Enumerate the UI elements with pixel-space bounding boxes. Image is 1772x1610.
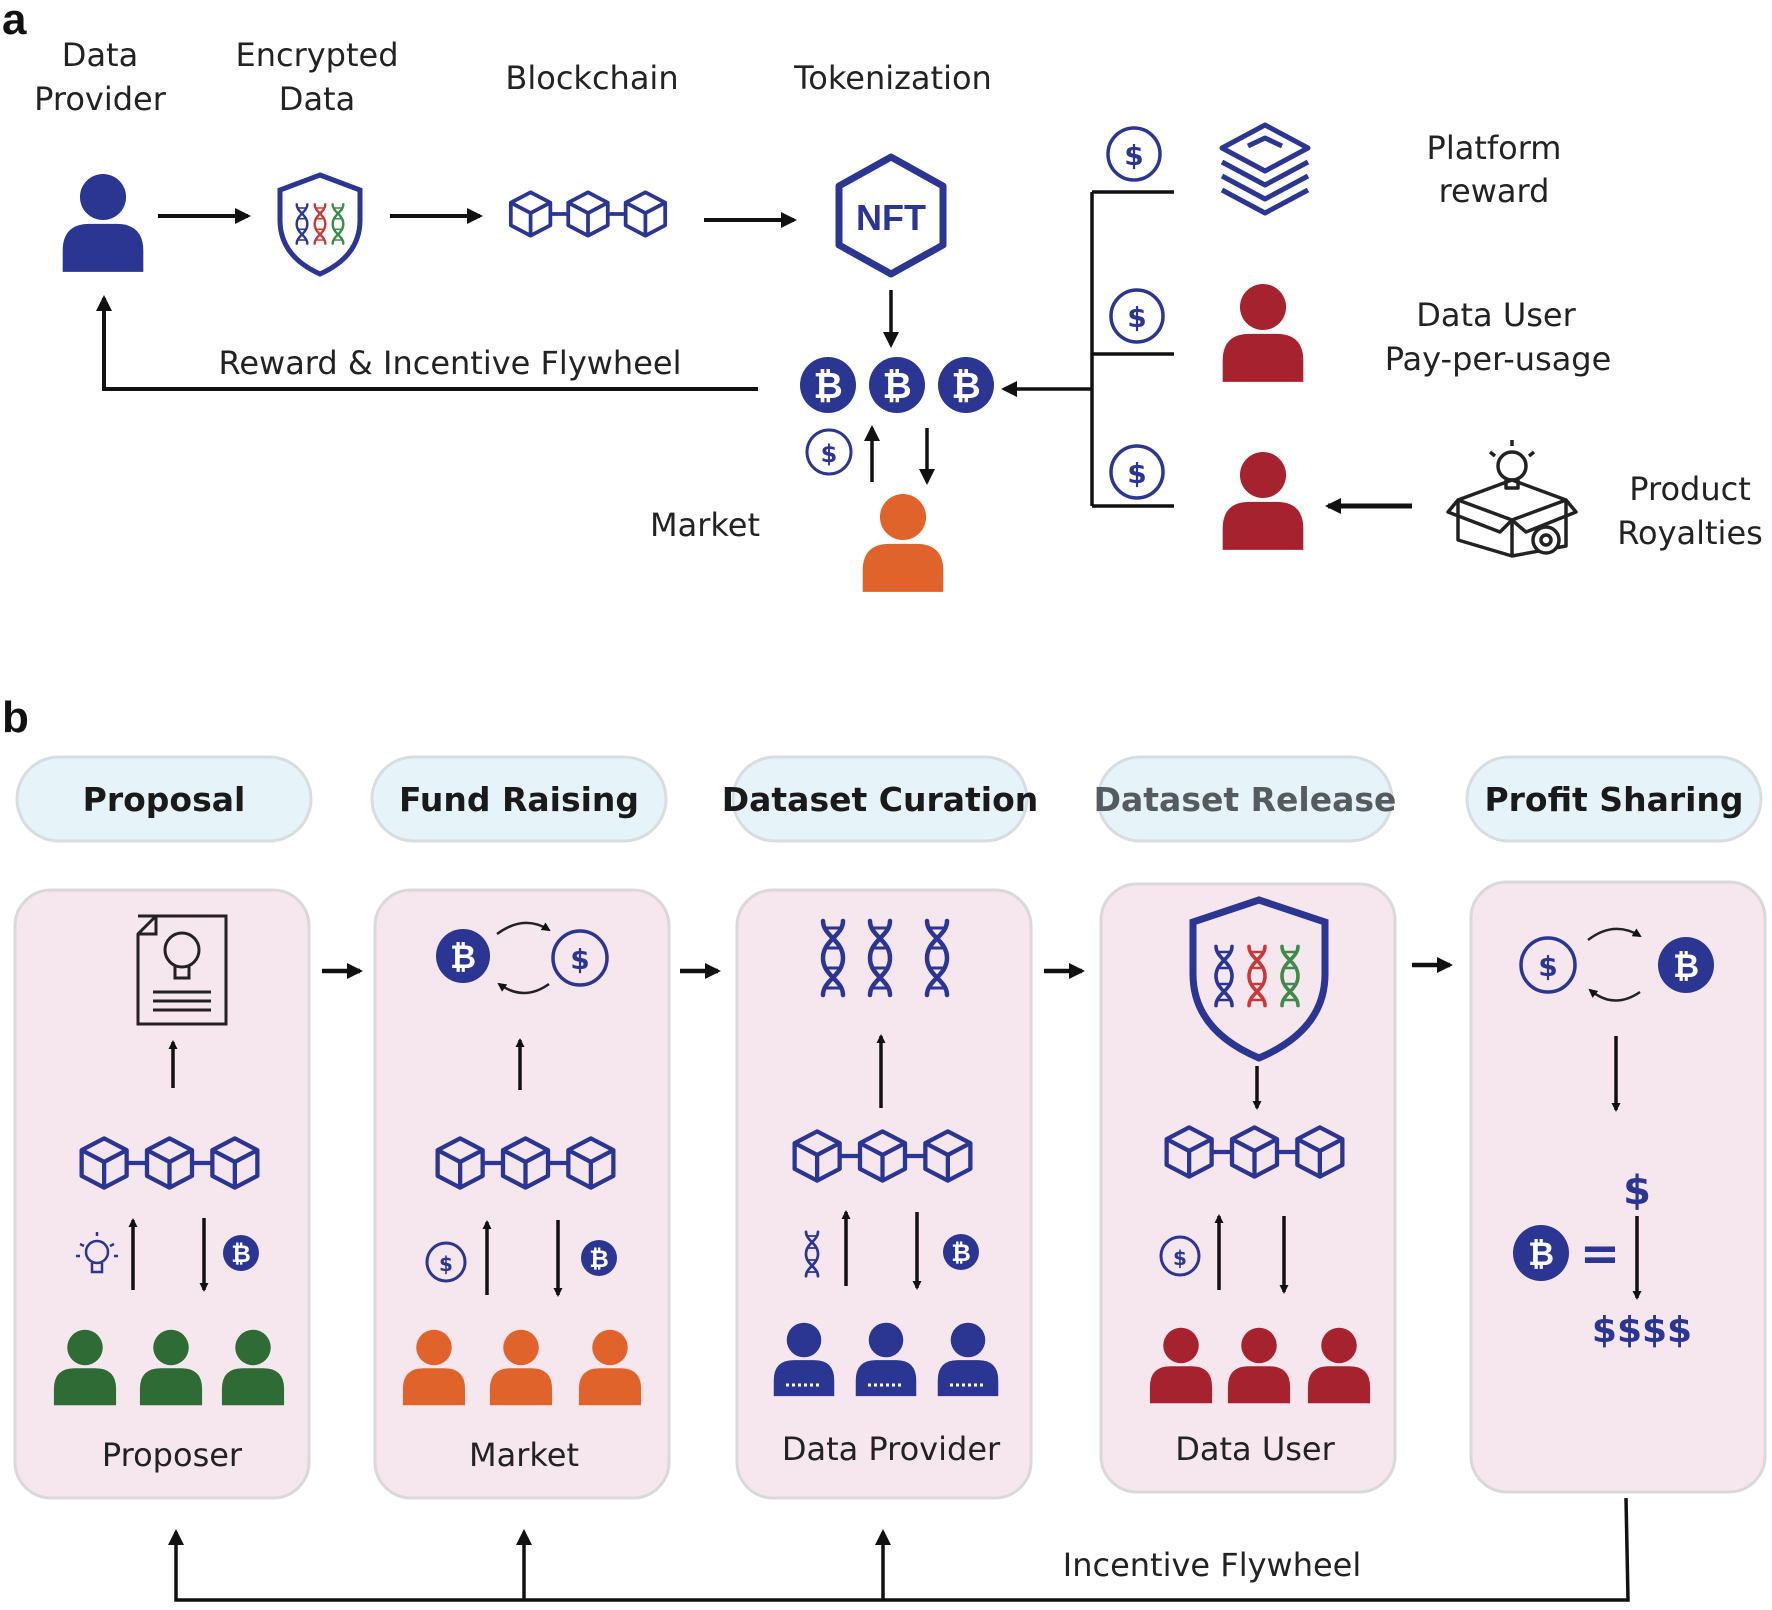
exchange-arrows-icon: $ ₿ [1519,927,1714,1002]
svg-text:$: $ [821,440,838,468]
dollar-coin-icon [1519,936,1577,994]
bitcoin-icon [869,357,925,413]
data-provider-group [773,1322,999,1397]
stage-title-proposal: Proposal [83,780,246,819]
market-label: Market [650,506,760,544]
svg-text:₿: ₿ [951,366,980,407]
svg-text:₿: ₿ [951,1239,971,1267]
bitcoin-icon [581,1240,617,1276]
product-box-icon [1446,440,1578,558]
header-encrypted-line1: Encrypted [235,36,398,74]
shield-dna-icon [1189,896,1329,1062]
header-data-provider-line1: Data [62,36,138,74]
actor-data-provider: Data Provider [782,1430,1001,1468]
panel-b-letter: b [2,693,29,742]
svg-text:$: $ [439,1252,453,1276]
svg-text:₿: ₿ [1528,1235,1554,1273]
panel-a-letter: a [2,0,27,44]
svg-text:₿: ₿ [589,1245,609,1273]
svg-text:₿: ₿ [882,366,911,407]
layers-icon [1219,122,1311,216]
profit-equation: ₿ = $ $$$$ [1513,1168,1692,1351]
bitcoin-coins: ₿ ₿ ₿ [800,357,994,413]
svg-text:₿: ₿ [1673,947,1699,985]
svg-text:$: $ [570,943,589,976]
document-bulb-icon [136,914,228,1026]
stage-title-dataset-curation: Dataset Curation [722,780,1039,819]
svg-text:NFT: NFT [856,197,926,238]
svg-text:$: $ [1127,457,1146,490]
stage-title-profit-sharing: Profit Sharing [1484,780,1743,819]
royalty-user-person-icon [1222,451,1304,550]
bitcoin-icon [436,929,490,983]
svg-text:₿: ₿ [813,366,842,407]
equals-sign: = [1580,1226,1620,1282]
stage-title-dataset-release: Dataset Release [1094,780,1397,819]
market-dollar-coin-icon: $ [805,428,853,476]
data-user-line1: Data User [1416,296,1576,334]
header-tokenization: Tokenization [793,59,992,97]
lightbulb-icon [76,1232,118,1274]
actor-data-user: Data User [1175,1430,1335,1468]
stage-title-fund-raising: Fund Raising [399,780,639,819]
bitcoin-icon [1658,937,1714,993]
exchange-arrows-icon: ₿ $ [436,921,609,995]
bitcoin-icon [1513,1225,1569,1281]
dollar-coins-right: $ $ $ [1106,126,1165,500]
svg-text:₿: ₿ [231,1240,251,1268]
bitcoin-icon [943,1234,979,1270]
actor-market: Market [469,1436,579,1474]
header-encrypted-line2: Data [279,80,355,118]
stage-pills: Proposal Fund Raising Dataset Curation D… [15,755,1763,843]
profit-big: $$$$ [1592,1310,1692,1351]
reward-flywheel-label: Reward & Incentive Flywheel [219,344,682,382]
header-data-provider-line2: Provider [34,80,167,118]
svg-text:₿: ₿ [450,938,476,976]
dollar-coin-icon [551,929,609,987]
dollar-coin-icon [1106,126,1162,182]
blockchain-icon [511,192,665,235]
platform-reward-line2: reward [1439,172,1550,210]
data-provider-person-icon [62,173,144,272]
dollar-coin-icon [1159,1235,1201,1277]
svg-text:$: $ [1538,950,1557,983]
incentive-flywheel-label: Incentive Flywheel [1063,1546,1361,1584]
market-person-icon [862,493,944,592]
dollar-coin-icon [425,1241,467,1283]
profit-small: $ [1623,1168,1651,1214]
actor-proposer: Proposer [102,1436,243,1474]
shield-dna-icon [277,172,363,277]
svg-text:$: $ [1124,139,1143,172]
dollar-coin-icon [1109,444,1165,500]
product-royalties-line1: Product [1629,470,1751,508]
bitcoin-icon [938,357,994,413]
data-user-person-icon [1222,283,1304,382]
svg-text:$: $ [1127,301,1146,334]
platform-reward-line1: Platform [1427,129,1562,167]
data-user-line2: Pay-per-usage [1385,340,1612,378]
dollar-coin-icon [1109,288,1165,344]
bitcoin-icon [223,1235,259,1271]
product-royalties-line2: Royalties [1617,514,1763,552]
svg-text:$: $ [1173,1246,1187,1270]
nft-icon: NFT [835,153,947,278]
header-blockchain: Blockchain [505,59,678,97]
bitcoin-icon [800,357,856,413]
stage-panels [13,880,1767,1500]
